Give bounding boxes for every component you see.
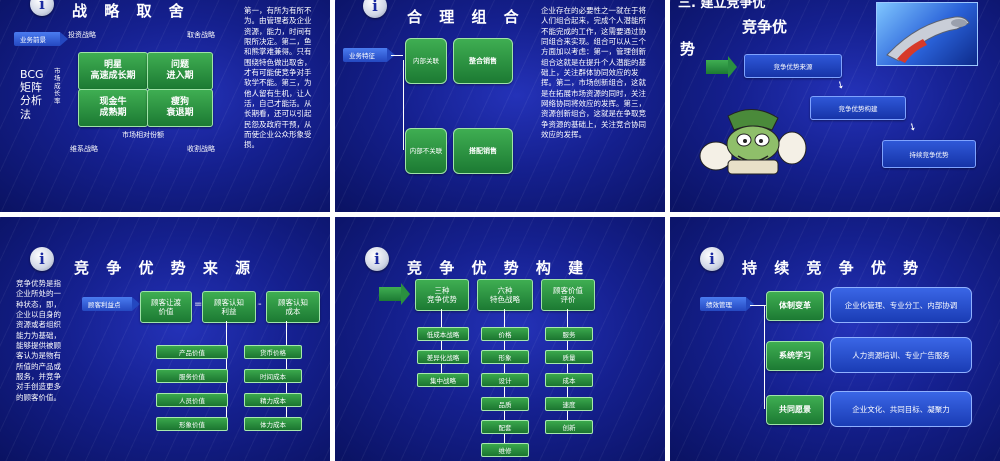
- bcg-label: BCG 矩阵 分析 法: [20, 68, 44, 121]
- matrix-cell-dog: 瘦狗 衰退期: [147, 89, 213, 127]
- cartoon-character-image: [698, 96, 808, 186]
- connector: [403, 60, 404, 150]
- advantage-item: 低成本战略: [417, 327, 469, 341]
- system-learning-box: 系统学习: [766, 341, 824, 371]
- slide-title: 持 续 竞 争 优 势: [742, 259, 925, 277]
- customer-value-head: 顾客价值 评价: [541, 279, 595, 311]
- business-outlook-tag: 业务前景: [14, 32, 68, 46]
- strategy-item: 价格: [481, 327, 529, 341]
- strategy-item: 配套: [481, 420, 529, 434]
- connector: [391, 55, 403, 56]
- cost-item: 精力成本: [244, 393, 302, 407]
- info-icon: i: [363, 0, 387, 18]
- slide-build-advantage[interactable]: 三. 建立竞争优 竞争优 势 竞争优势来源 ➘ 竞争优势构建 ➘ 持续竞争优势: [670, 0, 1000, 212]
- info-icon: i: [700, 247, 724, 271]
- shared-vision-box: 共同愿景: [766, 395, 824, 425]
- matrix-cell-question: 问题 进入期: [147, 52, 213, 90]
- cost-item: 货币价格: [244, 345, 302, 359]
- advantage-source-box: 竞争优势来源: [744, 54, 842, 78]
- invest-strategy-label: 投资战略: [68, 31, 96, 39]
- slide-strategy-tradeoff[interactable]: i 战 略 取 舍 业务前景 投资战略 取舍战略 BCG 矩阵 分析 法 市 场…: [0, 0, 330, 212]
- advantage-build-box: 竞争优势构建: [810, 96, 906, 120]
- slide-title: 竞 争 优 势 构 建: [407, 259, 590, 277]
- abandon-strategy-label: 取舍战略: [187, 31, 215, 39]
- info-icon: i: [30, 247, 54, 271]
- advantage-item: 差异化战略: [417, 350, 469, 364]
- tool-photo-image: [876, 2, 978, 66]
- system-reform-desc: 企业化管理、专业分工、内部协调: [830, 287, 972, 323]
- share-axis-label: 市场相对份额: [122, 131, 164, 139]
- strategy-item: 维修: [481, 443, 529, 457]
- business-feature-tag: 业务特征: [343, 48, 395, 62]
- green-arrow-icon: [706, 56, 737, 78]
- no-relation-box: 内部不关联: [405, 128, 447, 174]
- matrix-cell-star: 明星 高速成长期: [78, 52, 148, 90]
- maintain-strategy-label: 维系战略: [70, 145, 98, 153]
- value-item: 成本: [545, 373, 593, 387]
- combination-paragraph: 企业存在的必要性之一就在于将人们组合起来，完成个人潜能所不能完成的工作，这需要通…: [541, 6, 646, 140]
- perceived-benefit-box: 顾客认知 利益: [202, 291, 256, 323]
- six-strategies-head: 六种 特色战略: [477, 279, 533, 311]
- strategy-item: 设计: [481, 373, 529, 387]
- benefit-item: 服务价值: [156, 369, 228, 383]
- benefit-item: 形象价值: [156, 417, 228, 431]
- section-title-line3: 势: [680, 40, 696, 58]
- advantage-definition-paragraph: 竞争优势是指企业所处的一种状态，即，企业以自身的资源或者组织能力为基础，能够提供…: [16, 279, 61, 402]
- benefit-item: 人员价值: [156, 393, 228, 407]
- integrated-sales-box: 整合销售: [453, 38, 513, 84]
- matrix-cell-cashcow: 现金牛 成熟期: [78, 89, 148, 127]
- arrow-icon: ➘: [833, 78, 847, 93]
- value-item: 服务: [545, 327, 593, 341]
- slide-advantage-source[interactable]: i 竞 争 优 势 来 源 竞争优势是指企业所处的一种状态，即，企业以自身的资源…: [0, 217, 330, 461]
- strategy-item: 形象: [481, 350, 529, 364]
- growth-axis-label: 市 场 成 长 率: [54, 67, 61, 105]
- advantage-item: 集中战略: [417, 373, 469, 387]
- bundled-sales-box: 搭配销售: [453, 128, 513, 174]
- slide-sustainable-advantage[interactable]: i 持 续 竞 争 优 势 绩效管理 体制变革 企业化管理、专业分工、内部协调 …: [670, 217, 1000, 461]
- section-title-line2: 竞争优: [742, 18, 788, 36]
- cost-item: 体力成本: [244, 417, 302, 431]
- strategy-item: 品质: [481, 397, 529, 411]
- perceived-cost-box: 顾客认知 成本: [266, 291, 320, 323]
- value-item: 质量: [545, 350, 593, 364]
- minus-sign: -: [258, 299, 262, 310]
- performance-management-tag: 绩效管理: [700, 297, 754, 311]
- benefit-item: 产品价值: [156, 345, 228, 359]
- customer-benefit-tag: 顾客利益点: [82, 297, 140, 311]
- shared-vision-desc: 企业文化、共同目标、凝聚力: [830, 391, 972, 427]
- three-advantages-head: 三种 竞争优势: [415, 279, 469, 311]
- cost-item: 时间成本: [244, 369, 302, 383]
- system-learning-desc: 人力资源培训、专业广告服务: [830, 337, 972, 373]
- slide-title: 竞 争 优 势 来 源: [74, 259, 257, 277]
- info-icon: i: [30, 0, 54, 16]
- info-icon: i: [365, 247, 389, 271]
- delivered-value-box: 顾客让渡 价值: [140, 291, 192, 323]
- system-reform-box: 体制变革: [766, 291, 824, 321]
- connector: [567, 309, 568, 424]
- slide-rational-combination[interactable]: i 合 理 组 合 业务特征 内部关联 整合销售 内部不关联 搭配销售 企业存在…: [335, 0, 665, 212]
- slide-title: 战 略 取 舍: [72, 2, 190, 20]
- slide-advantage-build[interactable]: i 竞 争 优 势 构 建 三种 竞争优势 六种 特色战略 顾客价值 评价 低成…: [335, 217, 665, 461]
- tradeoff-paragraph: 第一，有所为有所不为。由管理者及企业资源，能力，时间有限所决定。第二，鱼和熊掌难…: [244, 6, 312, 150]
- internal-relation-box: 内部关联: [405, 38, 447, 84]
- value-item: 速度: [545, 397, 593, 411]
- section-title: 三. 建立竞争优: [678, 0, 766, 11]
- slide-title: 合 理 组 合: [407, 8, 525, 26]
- connector: [441, 309, 442, 379]
- sustainable-advantage-box: 持续竞争优势: [882, 140, 976, 168]
- green-arrow-icon: [379, 283, 410, 305]
- value-item: 创新: [545, 420, 593, 434]
- connector: [764, 305, 765, 409]
- equals-sign: =: [194, 299, 203, 310]
- arrow-icon: ➘: [905, 120, 919, 135]
- connector: [750, 305, 766, 306]
- harvest-strategy-label: 收割战略: [187, 145, 215, 153]
